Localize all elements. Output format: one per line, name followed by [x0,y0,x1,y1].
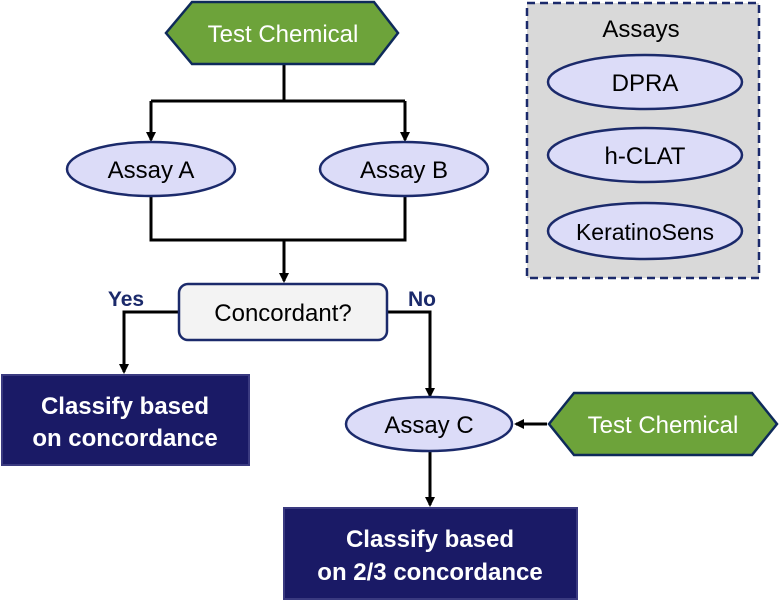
assay-item-dpra: DPRA [546,53,744,111]
assay-c-node: Assay C [344,395,514,453]
outcome-two-thirds-node: Classify based on 2/3 concordance [283,507,578,600]
no-label: No [408,288,436,311]
side-input-label: Test Chemical [588,412,739,439]
assay-item-label: DPRA [612,70,679,97]
connectors [119,64,547,507]
arrow-yes [119,310,179,374]
assays-panel-title: Assays [602,16,679,43]
assay-b-label: Assay B [360,157,448,184]
start-node: Test Chemical [164,0,400,66]
outcome-concordance-line2: on concordance [32,425,217,452]
assay-item-label: KeratinoSens [576,219,714,245]
yes-label: Yes [108,288,144,311]
outcome-two-thirds-line1: Classify based [346,526,514,553]
outcome-concordance-node: Classify based on concordance [1,374,250,466]
arrow-no [387,310,435,398]
decision-label: Concordant? [214,300,351,327]
assay-c-label: Assay C [384,412,473,439]
outcome-two-thirds-line2: on 2/3 concordance [317,559,542,586]
outcome-concordance-line1: Classify based [41,393,209,420]
assay-item-label: h-CLAT [605,143,686,170]
connector-merge [149,196,407,242]
decision-node: Concordant? [177,282,389,342]
assay-item-hclat: h-CLAT [546,126,744,184]
assay-a-label: Assay A [108,157,195,184]
side-input-node: Test Chemical [547,391,779,457]
start-node-label: Test Chemical [208,21,359,48]
assays-panel: Assays DPRA h-CLAT KeratinoSens [525,1,761,280]
assay-item-keratinosens: KeratinoSens [546,201,744,261]
assay-a-node: Assay A [65,140,237,198]
assay-b-node: Assay B [318,140,490,198]
